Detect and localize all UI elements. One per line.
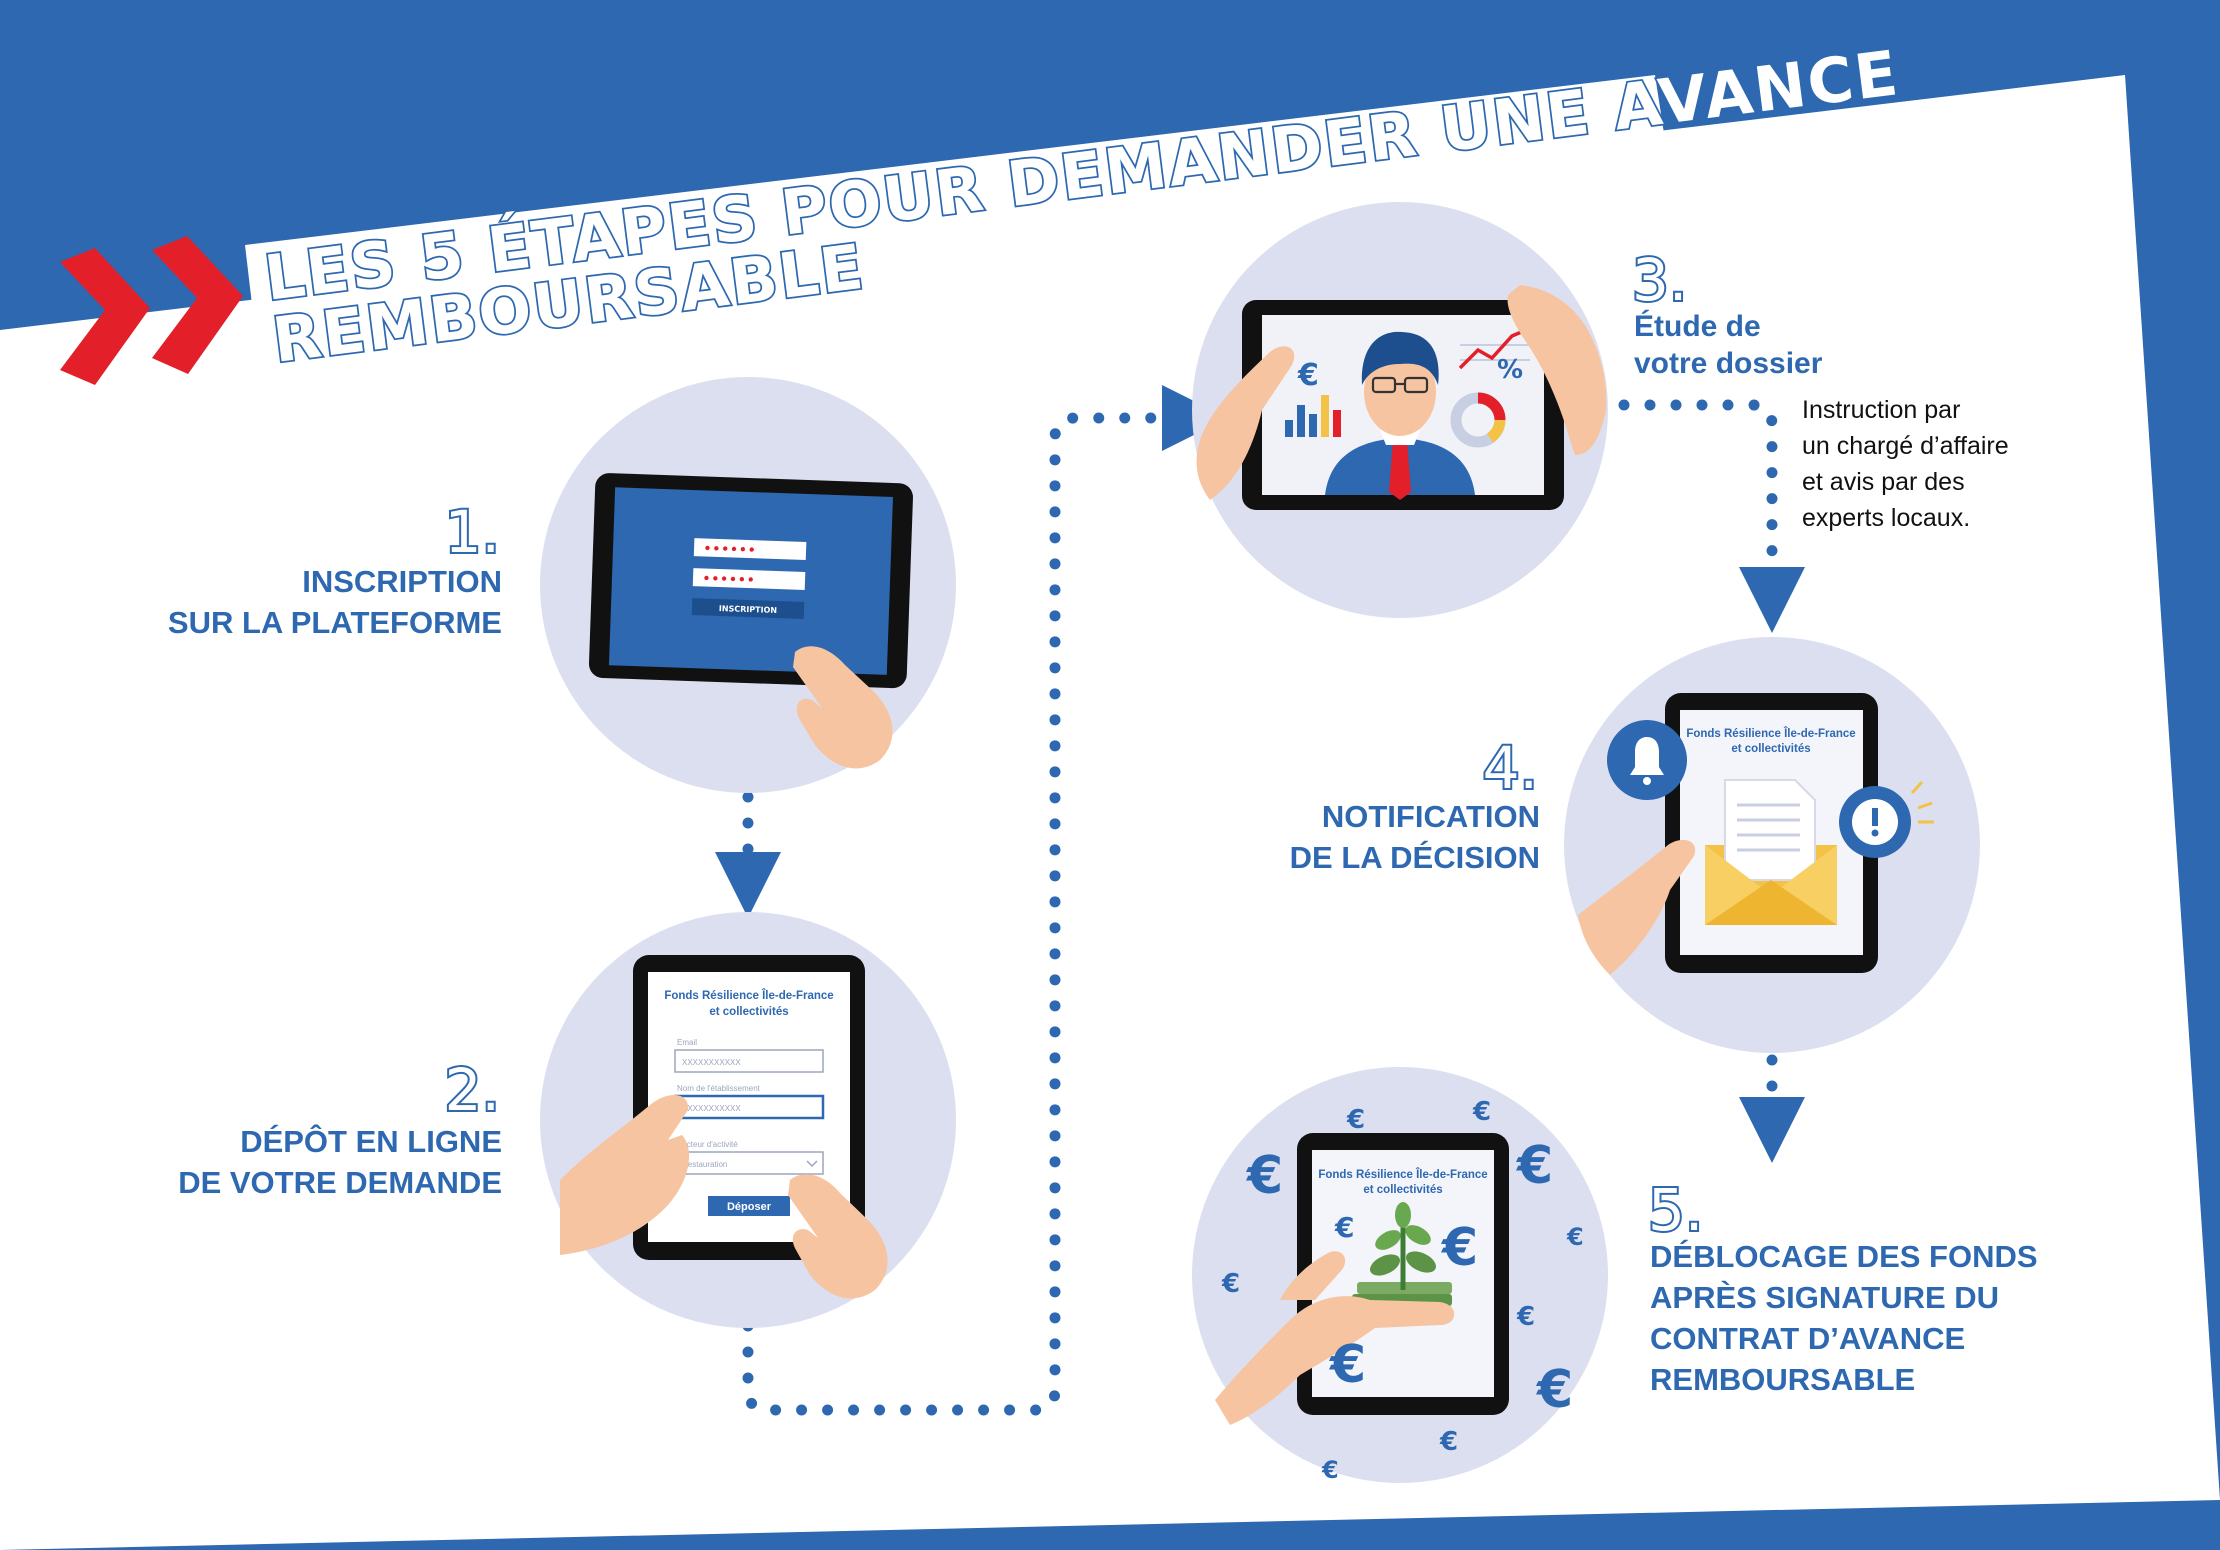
euro-icon-7: € — [1334, 1211, 1354, 1244]
connector-2-3 — [742, 385, 1228, 1416]
step-2-label-line-1: DÉPÔT EN LIGNE — [240, 1123, 502, 1159]
chevron-down-icon — [806, 1160, 818, 1168]
euro-icons: € € € € € € € € € € € € € — [1221, 1097, 1584, 1484]
advisor-hair — [1361, 331, 1439, 385]
form-email-label: Email — [677, 1038, 697, 1047]
form-name-label: Nom de l'établissement — [677, 1084, 761, 1093]
step-4-screen-title-1: Fonds Résilience Île-de-France — [1686, 727, 1855, 740]
envelope-icon — [1705, 779, 1837, 925]
euro-icon-5: € — [1566, 1223, 1584, 1251]
step-1-tablet: •••••• •••••• INSCRIPTION — [588, 473, 913, 689]
step-5-screen-title-2: et collectivités — [1363, 1184, 1442, 1196]
currency-icon: € — [1297, 358, 1319, 393]
step-1-label-line-2: SUR LA PLATEFORME — [168, 605, 502, 640]
step-5-label-line-2: APRÈS SIGNATURE DU — [1650, 1280, 1999, 1315]
bar-chart-icon — [1285, 395, 1341, 437]
step-3-description-line-3: et avis par des — [1802, 468, 1965, 496]
euro-icon-1: € — [1246, 1146, 1283, 1206]
step-5-hand-icon — [1215, 1251, 1455, 1425]
euro-icon-4: € — [1516, 1136, 1553, 1196]
euro-icon-2: € — [1346, 1105, 1365, 1135]
euro-icon-12: € — [1439, 1427, 1458, 1457]
euro-icon-11: € — [1536, 1360, 1573, 1420]
advisor-face — [1364, 348, 1436, 436]
title-band — [245, 75, 1665, 330]
line-chart-icon — [1458, 328, 1530, 370]
euro-icon-9: € — [1329, 1335, 1366, 1395]
percent-icon: % — [1497, 355, 1523, 385]
euro-icon-8: € — [1441, 1218, 1478, 1278]
advisor-tie — [1389, 440, 1411, 500]
step-3-tablet: € % — [1242, 300, 1564, 510]
step-3: € % 3. Étude de votre dossier Instructio… — [1192, 202, 2009, 618]
step-1: •••••• •••••• INSCRIPTION 1. INSCRIPTION… — [168, 377, 956, 793]
connector-3-4 — [1592, 399, 1805, 633]
step-1-number: 1. — [445, 498, 500, 566]
alert-icon — [1839, 780, 1934, 858]
login-password-mask-1: •••••• — [703, 539, 757, 559]
form-email-value: XXXXXXXXXXX — [682, 1058, 741, 1067]
login-password-mask-2: •••••• — [702, 569, 756, 589]
form-sector-value: Restauration — [682, 1160, 727, 1169]
step-2-screen-title-2: et collectivités — [709, 1006, 788, 1018]
donut-chart-icon — [1450, 392, 1506, 448]
step-5-number: 5. — [1648, 1176, 1703, 1244]
step-2: Fonds Résilience Île-de-France et collec… — [178, 912, 956, 1328]
step-4-hand-icon — [1578, 839, 1696, 975]
step-5-label-line-4: REMBOURSABLE — [1650, 1362, 1915, 1397]
euro-icon-3: € — [1472, 1097, 1491, 1127]
form-email-field — [674, 1049, 824, 1073]
step-3-description-line-4: experts locaux. — [1802, 504, 1970, 532]
step-5-label-line-3: CONTRAT D’AVANCE — [1650, 1321, 1965, 1356]
chevrons-icon — [60, 236, 243, 385]
step-2-hands-icon — [560, 1094, 888, 1299]
login-password-field-1 — [693, 538, 807, 561]
step-3-description-line-1: Instruction par — [1802, 396, 1960, 424]
step-5: Fonds Résilience Île-de-France et collec… — [1192, 1067, 2038, 1484]
form-submit-button — [708, 1196, 790, 1216]
step-3-label-line-1: Étude de — [1634, 309, 1761, 343]
form-sector-label: Secteur d'activité — [677, 1140, 738, 1149]
step-4-number: 4. — [1483, 734, 1538, 802]
glasses-icon — [1371, 376, 1429, 394]
bell-icon — [1607, 720, 1687, 800]
form-submit-label: Déposer — [727, 1201, 772, 1213]
step-2-number: 2. — [445, 1056, 500, 1124]
step-1-hand-icon — [793, 646, 893, 769]
login-password-field-2 — [692, 568, 806, 590]
euro-icon-10: € — [1516, 1302, 1535, 1332]
step-4-tablet: Fonds Résilience Île-de-France et collec… — [1665, 693, 1878, 973]
login-button-label: INSCRIPTION — [719, 604, 778, 615]
step-4-screen-title-2: et collectivités — [1731, 743, 1810, 755]
step-3-description-line-2: un chargé d’affaire — [1802, 432, 2009, 460]
plant-icon — [1370, 1202, 1436, 1290]
step-3-label-line-2: votre dossier — [1634, 347, 1823, 380]
step-4: Fonds Résilience Île-de-France et collec… — [1290, 637, 1980, 1053]
login-button — [691, 598, 805, 619]
step-2-label-line-2: DE VOTRE DEMANDE — [178, 1165, 502, 1200]
step-5-screen-title-1: Fonds Résilience Île-de-France — [1318, 1168, 1487, 1181]
step-3-hands-icon — [1196, 285, 1607, 500]
euro-icon-6: € — [1221, 1269, 1240, 1299]
euro-icon-13: € — [1321, 1456, 1339, 1484]
form-name-value: XXXXXXXXXXX — [682, 1104, 741, 1113]
step-2-screen-title-1: Fonds Résilience Île-de-France — [664, 989, 833, 1002]
step-4-label-line-1: NOTIFICATION — [1322, 799, 1540, 834]
step-4-label-line-2: DE LA DÉCISION — [1290, 840, 1540, 875]
step-1-label-line-1: INSCRIPTION — [302, 564, 502, 599]
step-3-number: 3. — [1632, 246, 1687, 314]
step-5-label-line-1: DÉBLOCAGE DES FONDS — [1650, 1239, 2038, 1274]
